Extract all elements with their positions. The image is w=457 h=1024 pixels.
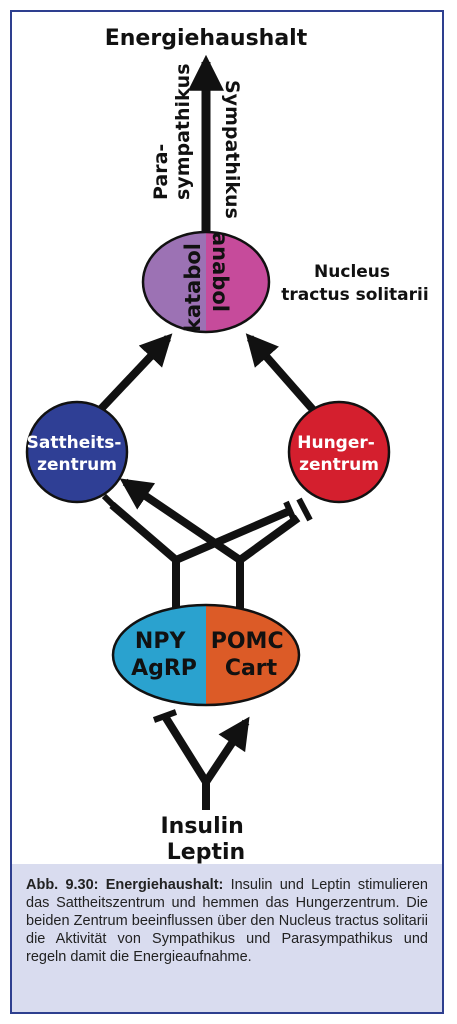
nts-label: Nucleus tractus solitarii (281, 262, 428, 305)
anabol-label: anabol (208, 232, 232, 312)
svg-text:Sympathikus: Sympathikus (221, 80, 243, 219)
nts-ellipse: katabol anabol (141, 230, 271, 334)
hunger-center: Hunger- zentrum (287, 400, 391, 504)
svg-text:Hunger- zentrum: Hunger- zentrum (297, 433, 381, 475)
sympathikus-label: Sympathikus (221, 80, 243, 219)
inhibition-bars (101, 493, 313, 522)
insulin-leptin-label: Insulin Leptin (160, 814, 251, 864)
hunger-to-nts-arrow (245, 333, 319, 415)
satiety-to-nts-arrow (97, 333, 173, 413)
katabol-label: katabol (181, 243, 205, 332)
caption-text: Insulin und Leptin stimulieren das Satth… (26, 877, 428, 965)
svg-text:Sattheits- zentrum: Sattheits- zentrum (27, 433, 128, 475)
pomc-cart-label: POMC Cart (211, 629, 292, 681)
figure-frame (10, 10, 444, 1014)
satiety-center: Sattheits- zentrum (25, 400, 129, 504)
insulin-inhibition-bar (152, 709, 178, 723)
caption-label: Abb. 9.30: Energiehaushalt: (26, 877, 224, 893)
pomc-projections (119, 478, 301, 608)
parasympathikus-label: Para- sympathikus (150, 63, 194, 200)
svg-text:Para- sympathikus: Para- sympathikus (150, 63, 194, 200)
energy-diagram: Energiehaushalt Para- sympathikus Sympat… (25, 26, 429, 864)
arcuate-neurons-ellipse: NPY AgRP POMC Cart (111, 603, 301, 707)
figure-caption: Abb. 9.30: Energiehaushalt: Insulin und … (10, 864, 444, 1014)
title: Energiehaushalt (105, 26, 308, 51)
insulin-leptin-projections (162, 715, 250, 810)
npy-projections (109, 501, 294, 608)
npy-agrp-label: NPY AgRP (131, 629, 197, 681)
